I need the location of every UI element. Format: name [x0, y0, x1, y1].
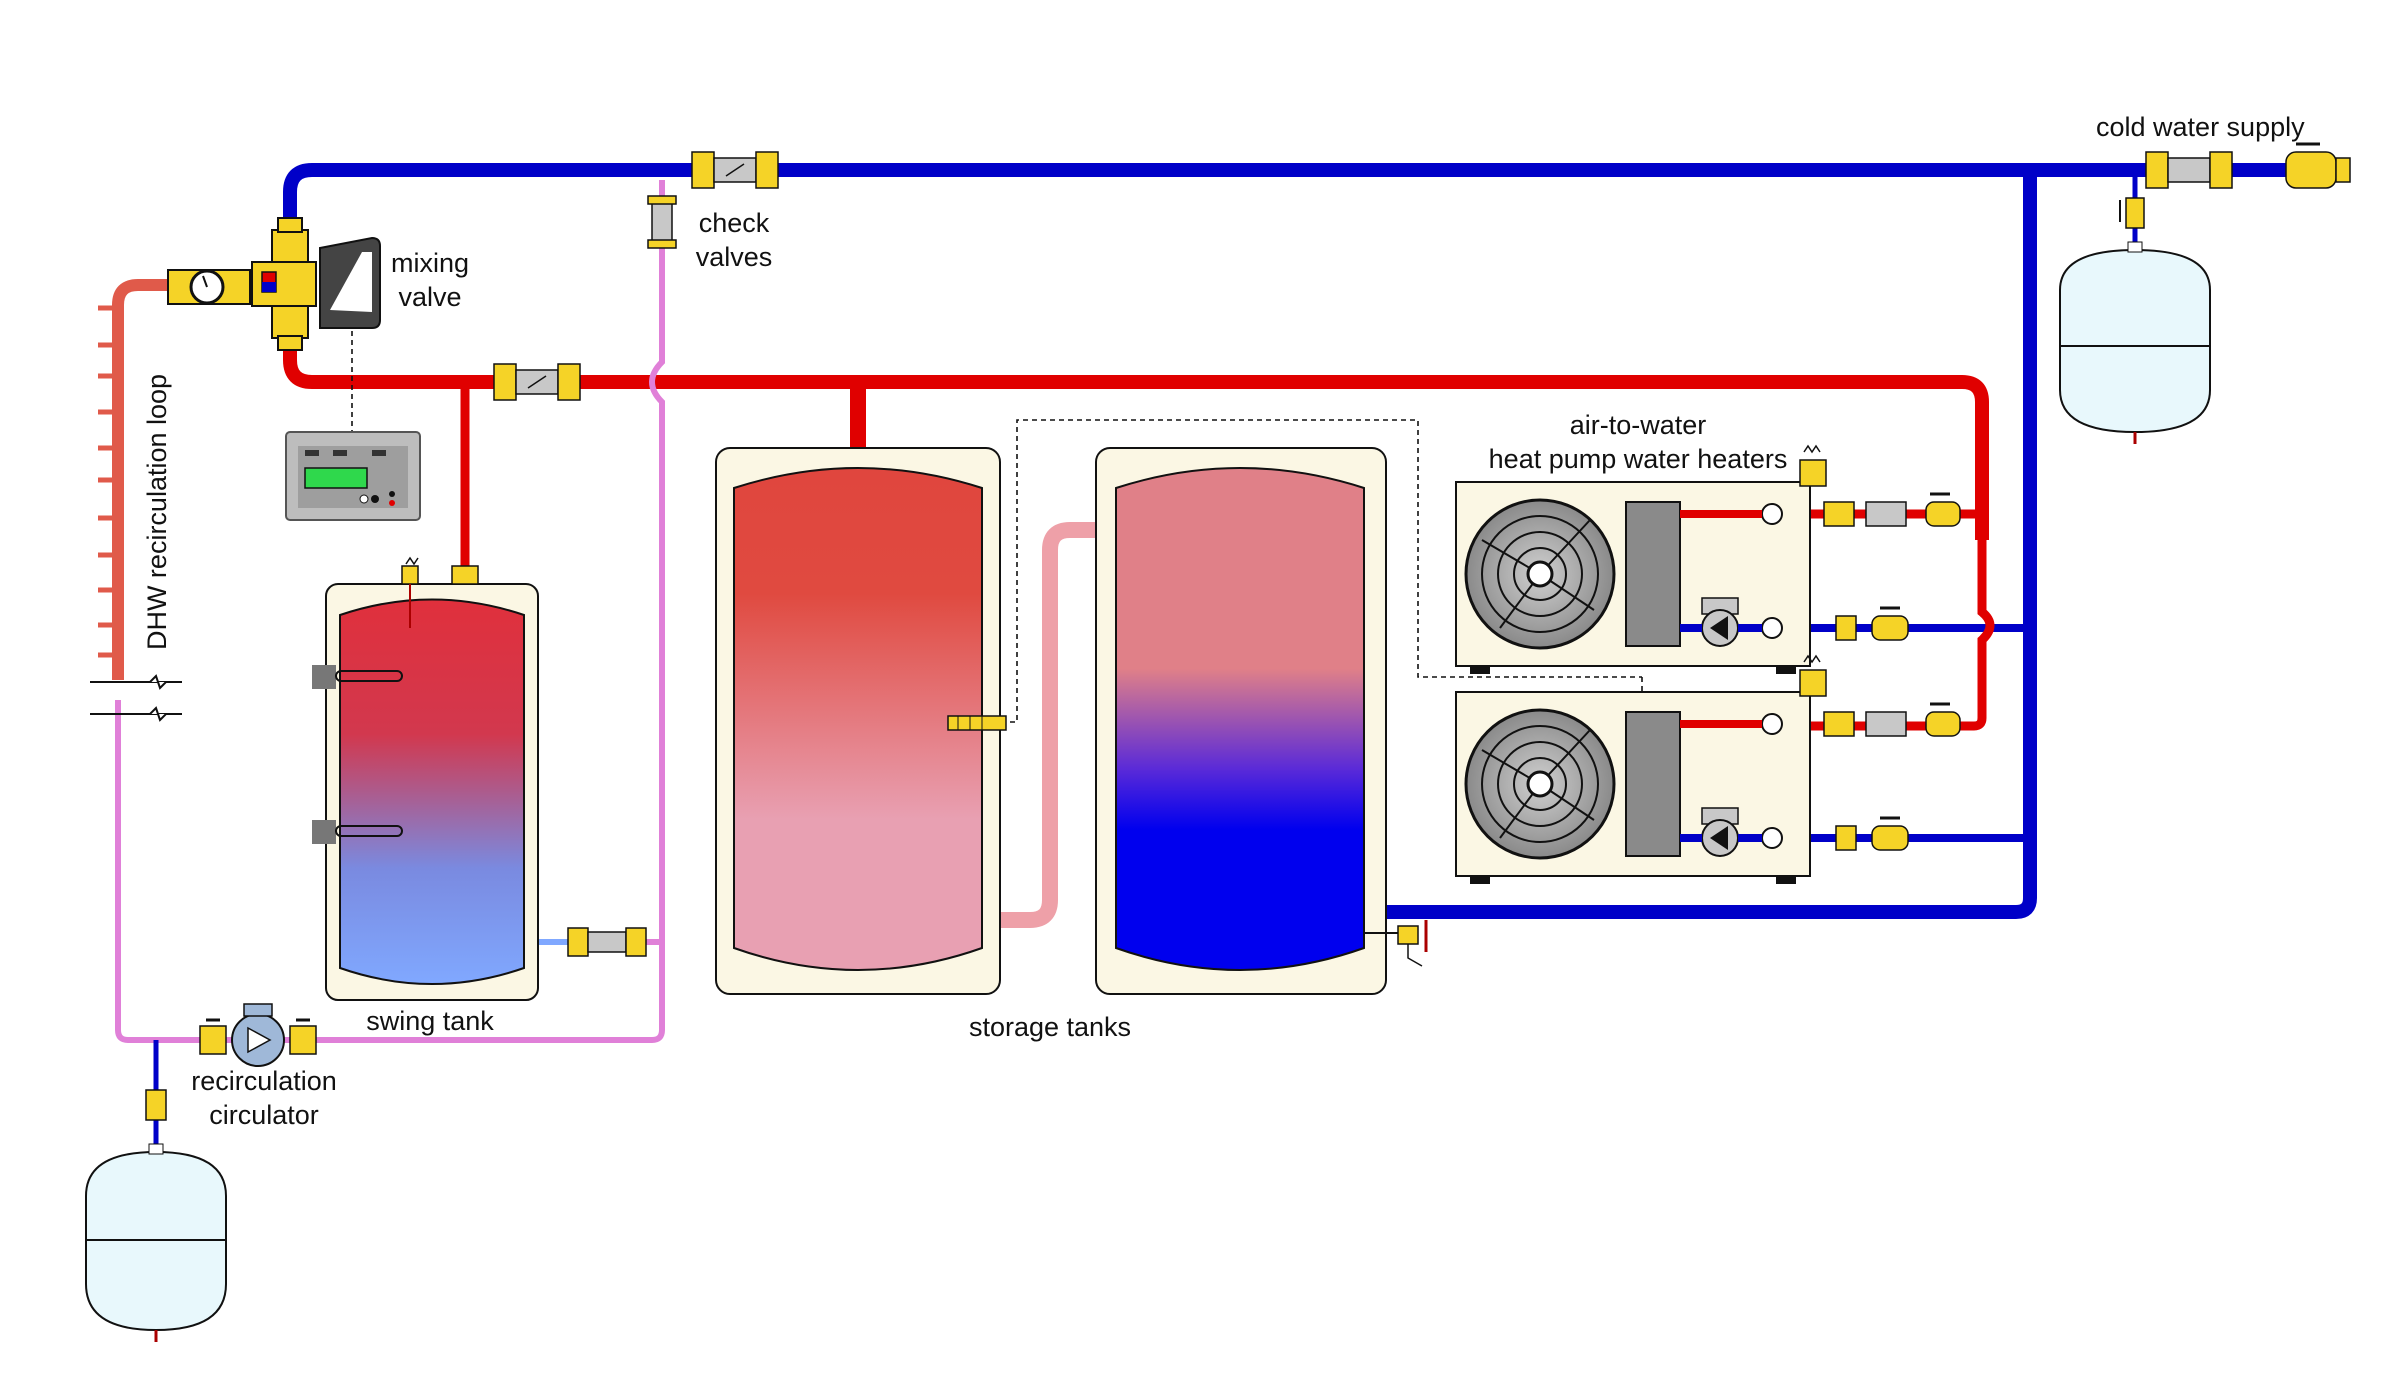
ball-valve-icon [2119, 197, 2145, 229]
storage-tanks-label: storage tanks [969, 1012, 1131, 1042]
drain-valve-icon [1397, 920, 1428, 967]
recirculation-circulator-label-1: recirculation [191, 1066, 337, 1096]
heat-pump-2 [1455, 691, 1811, 884]
relief-valve-icon [1799, 444, 1827, 697]
check-valve-icon [567, 927, 647, 957]
sensor-well-icon [947, 715, 1007, 731]
pipes [90, 163, 2320, 1155]
air-to-water-label-1: air-to-water [1570, 410, 1707, 440]
temperature-gauge-icon [189, 269, 225, 305]
check-valve-icon [1823, 501, 1907, 737]
recirculation-circulator-label-2: circulator [209, 1100, 319, 1130]
hot-water-main-pipe [283, 310, 1989, 540]
heat-pump-1 [1455, 481, 1811, 674]
ball-valve-icon [145, 1089, 167, 1121]
controller-icon[interactable] [285, 431, 421, 521]
check-valve-icon [2145, 151, 2233, 189]
fan-icon [1464, 498, 1616, 650]
ball-valve-icon [2285, 142, 2351, 189]
hp-valves [1799, 444, 1961, 851]
cold-water-drop-pipe [1362, 170, 2037, 919]
check-valves-label-1: check [699, 208, 770, 238]
air-to-water-label-2: heat pump water heaters [1489, 444, 1788, 474]
fan-icon [1464, 708, 1616, 860]
recirc-return-pipe [115, 180, 665, 1043]
circulator-pump-icon [1701, 597, 1739, 647]
circulator-pump-icon [1701, 807, 1739, 857]
hot-return-hp2 [1680, 540, 1995, 731]
check-valve-icon [493, 363, 581, 401]
loop-break-symbol [90, 674, 182, 722]
swing-tank-label: swing tank [366, 1006, 494, 1036]
expansion-tank-icon [85, 1143, 227, 1342]
storage-tank-2 [1095, 447, 1428, 995]
check-valve-icon [691, 151, 779, 189]
storage-tank-1 [715, 447, 1001, 995]
cold-water-main-pipe [283, 163, 2320, 235]
mixing-valve-label-2: valve [398, 282, 461, 312]
storage-transfer-pipe [978, 522, 1122, 928]
check-valve-icon [647, 195, 677, 249]
dhw-loop-branches [98, 305, 118, 658]
swing-tank: swing tank [312, 556, 539, 1036]
mixing-valve-label-1: mixing [391, 248, 469, 278]
circulator-pump-icon[interactable] [199, 1003, 317, 1067]
dhw-recirculation-loop-label: DHW recirculation loop [142, 374, 172, 650]
check-valves-label-2: valves [696, 242, 773, 272]
relief-valve-icon [401, 556, 419, 628]
cold-water-supply-label: cold water supply [2096, 112, 2305, 142]
electric-element-icon [312, 665, 403, 844]
dhw-loop-pipe [112, 279, 190, 680]
ball-valve-icon [1835, 492, 1961, 851]
expansion-tank-icon [2059, 241, 2211, 444]
